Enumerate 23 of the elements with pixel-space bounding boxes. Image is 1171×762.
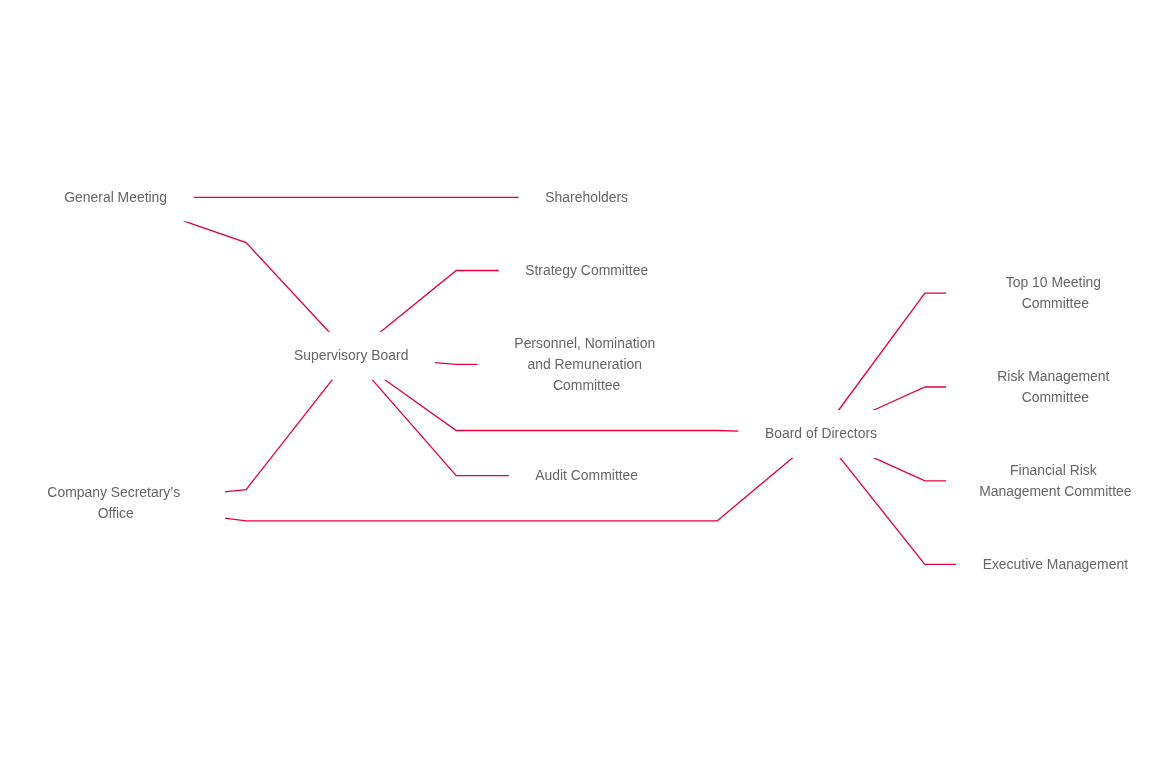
node-text: Risk Management Committee: [997, 368, 1110, 405]
connector: [371, 378, 510, 477]
node-text: Board of Directors: [764, 426, 878, 441]
connector: [433, 362, 479, 366]
connector: [837, 292, 948, 412]
connector: [379, 269, 500, 333]
connector: [223, 456, 794, 522]
connector: [839, 456, 958, 566]
node-text: Top 10 Meeting Committee: [1005, 274, 1101, 311]
node-text: Audit Committee: [535, 467, 639, 483]
connector: [872, 386, 948, 412]
node-text: Company Secretary’s Office: [47, 485, 181, 522]
node-text: Supervisory Board: [293, 347, 409, 363]
connector: [223, 378, 334, 493]
connector: [872, 456, 948, 482]
node-text: Strategy Committee: [525, 262, 649, 278]
node-text: Shareholders: [545, 189, 629, 205]
node-text: Financial Risk Management Committee: [979, 462, 1132, 499]
connector: [383, 378, 740, 432]
connector: [192, 196, 520, 199]
node-text: Personnel, Nomination and Remuneration Committee: [514, 335, 656, 393]
node-text: General Meeting: [64, 189, 168, 205]
node-text: Executive Management: [982, 556, 1129, 572]
